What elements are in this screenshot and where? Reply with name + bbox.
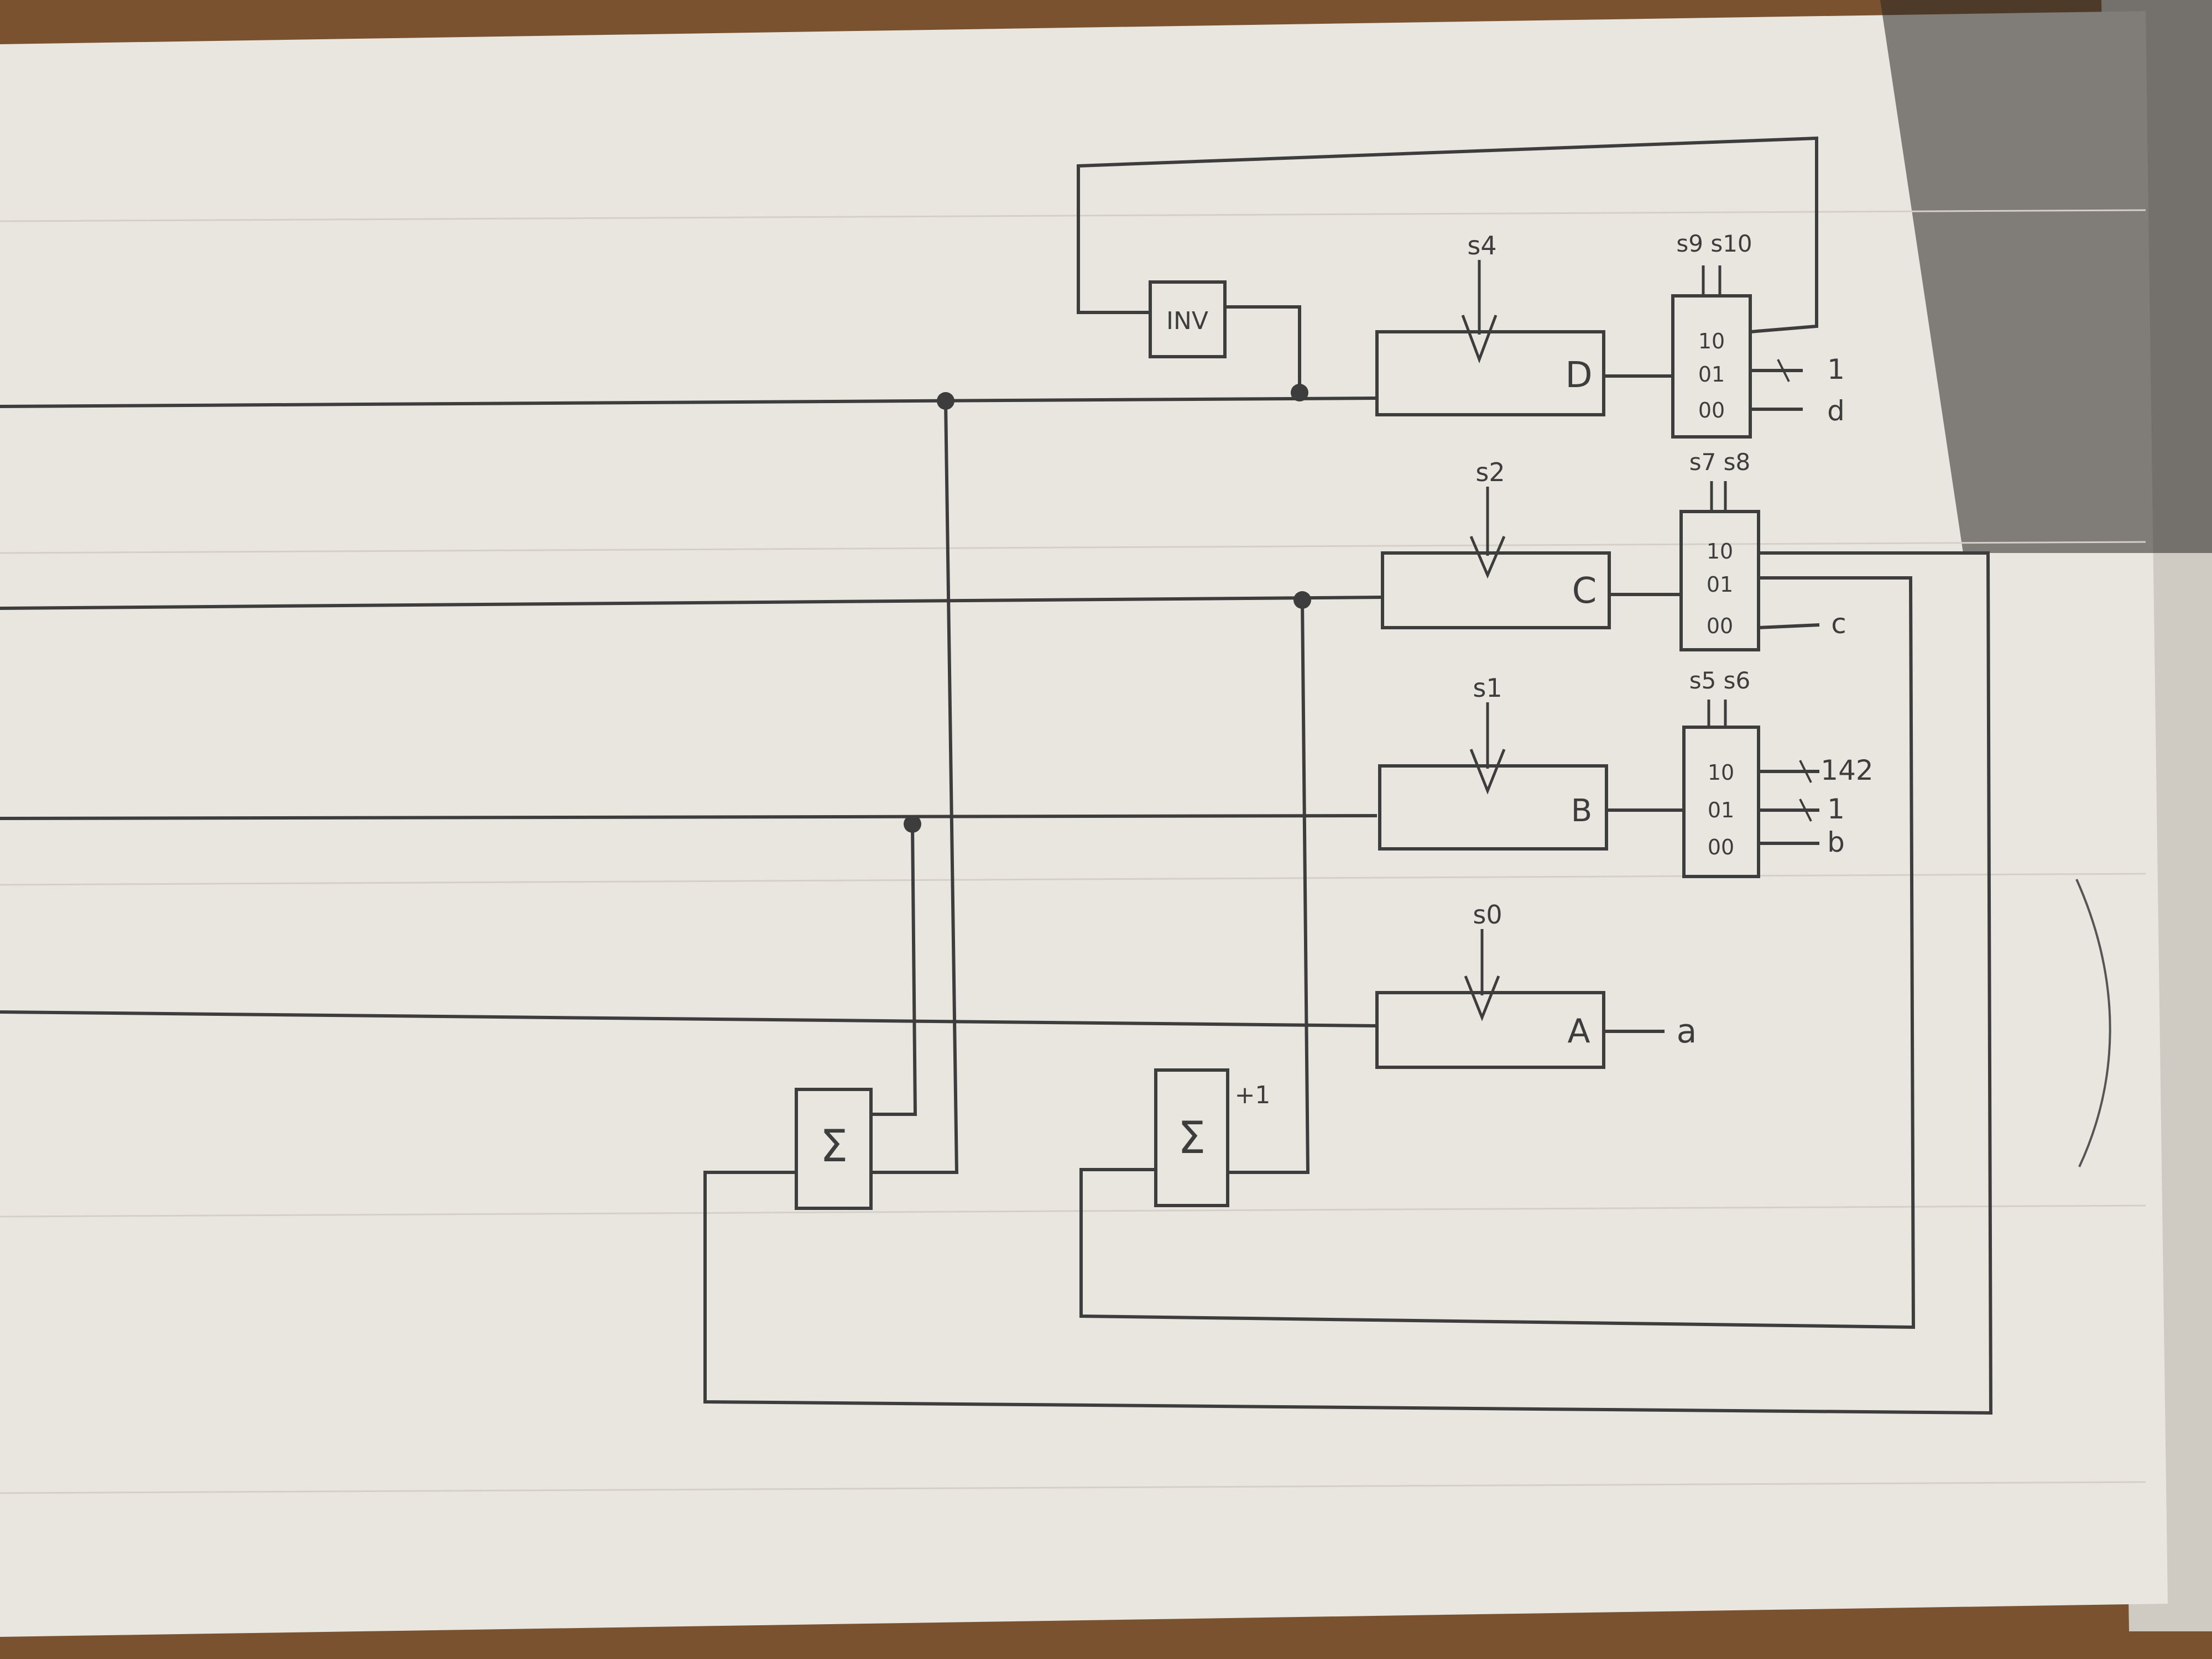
mux-input-wires (1750, 369, 1820, 845)
bus-b (0, 814, 1378, 820)
junction-dots (904, 384, 1311, 833)
adder-top-symbol: Σ (820, 1120, 848, 1172)
bus-c-tap (1228, 599, 1310, 1174)
mux-d-port-10: 10 (1698, 329, 1725, 353)
adder-bottom-feedback (1079, 576, 1916, 1329)
adder-top-feedback (703, 551, 1993, 1415)
register-b (1378, 764, 1608, 851)
inverter-label: INV (1166, 307, 1208, 335)
mux-b-input-1: 1 (1827, 793, 1845, 825)
bus-a (0, 1010, 1378, 1027)
adder-top-block (795, 1088, 873, 1210)
paper-ruling (0, 209, 2146, 1494)
mux-c-selects: s7 s8 (1689, 448, 1751, 476)
register-b-label: B (1571, 793, 1592, 829)
mux-d (1671, 294, 1752, 439)
register-a-select: s0 (1473, 900, 1502, 930)
mux-c-port-10: 10 (1707, 539, 1733, 564)
mux-c-port-00: 00 (1707, 614, 1733, 638)
register-c-select: s2 (1475, 457, 1505, 487)
paper-fold (2075, 879, 2111, 1167)
bus-b-tap (871, 823, 917, 1116)
register-d-label: D (1565, 355, 1592, 396)
mux-b-input-142: 142 (1820, 754, 1873, 786)
mux-d-input-d: d (1827, 395, 1845, 427)
mux-d-selects: s9 s10 (1676, 230, 1752, 257)
register-select-arrows (1461, 260, 1506, 1021)
mux-b-port-00: 00 (1708, 835, 1734, 859)
mux-select-stubs (1702, 265, 1727, 727)
mux-b-port-01: 01 (1708, 798, 1734, 822)
bus-width-ticks (1777, 359, 1812, 822)
input-a-label: a (1677, 1012, 1697, 1051)
bus-d (0, 397, 1378, 408)
circuit-diagram (0, 136, 2111, 1415)
adder-bottom-block (1154, 1068, 1229, 1207)
mux-c-port-01: 01 (1707, 572, 1733, 597)
inverter-block (1149, 280, 1227, 358)
bus-d-tap (871, 400, 959, 1174)
register-d-select: s4 (1467, 231, 1496, 260)
mux-d-port-01: 01 (1698, 362, 1725, 387)
adder-bottom-carry: +1 (1235, 1081, 1271, 1109)
register-c-label: C (1572, 571, 1597, 612)
inv-output-to-mux-d (1077, 136, 1818, 333)
mux-b-port-10: 10 (1708, 760, 1734, 785)
register-b-select: s1 (1473, 673, 1502, 703)
mux-b-selects: s5 s6 (1689, 667, 1751, 694)
register-a-label: A (1567, 1012, 1590, 1051)
mux-c-input-c: c (1831, 608, 1846, 640)
bus-d-to-inv (1225, 305, 1301, 393)
mux-d-input-1: 1 (1827, 353, 1845, 385)
mux-c (1679, 510, 1760, 651)
paper-sheet (0, 11, 2168, 1637)
photo-shadow (1880, 0, 2212, 553)
adder-bottom-symbol: Σ (1178, 1112, 1206, 1164)
mux-d-port-00: 00 (1698, 398, 1725, 422)
mux-b-input-b: b (1827, 826, 1845, 858)
mux-b (1682, 726, 1760, 878)
bus-c (0, 596, 1383, 610)
